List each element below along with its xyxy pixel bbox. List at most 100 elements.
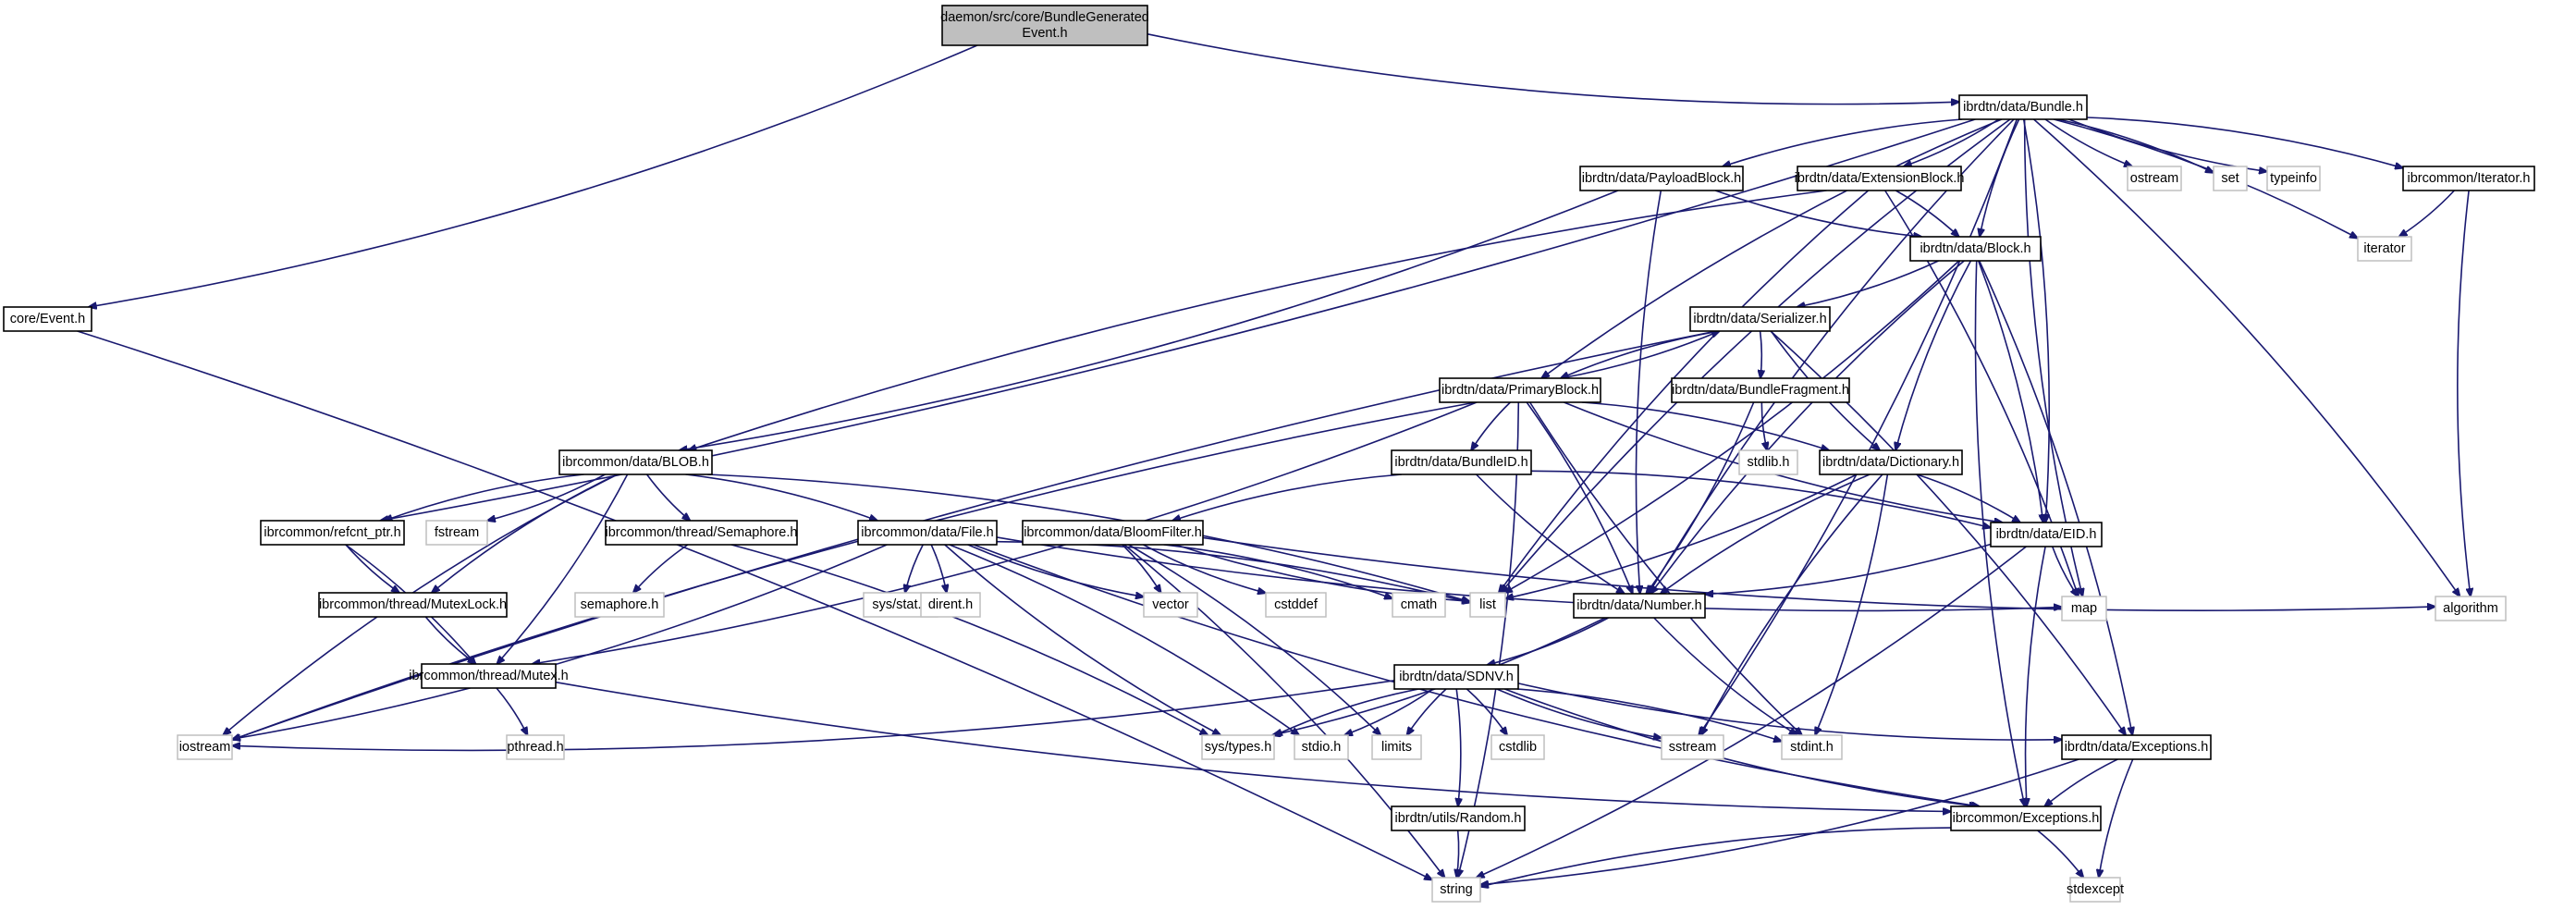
node-ibrdtn-data-extensionblock-h[interactable]: ibrdtn/data/ExtensionBlock.h bbox=[1795, 166, 1965, 191]
edge-dict-to-list bbox=[1505, 473, 1858, 598]
node-ibrcommon-iterator-h[interactable]: ibrcommon/Iterator.h bbox=[2402, 166, 2535, 191]
node-label: stdint.h bbox=[1790, 740, 1834, 755]
node-label: ibrdtn/data/PayloadBlock.h bbox=[1582, 171, 1742, 186]
node-ibrcommon-data-bloomfilter-h[interactable]: ibrcommon/data/BloomFilter.h bbox=[1022, 520, 1204, 546]
edge-fragment-to-stdlib bbox=[1760, 401, 1767, 450]
node-box bbox=[2435, 596, 2507, 621]
node-label: iostream bbox=[179, 740, 231, 755]
node-label: ibrcommon/thread/Mutex.h bbox=[409, 669, 568, 683]
edge-root-to-bundle bbox=[1147, 33, 1959, 105]
edge-sema-to-systypes bbox=[730, 544, 1208, 735]
node-box bbox=[1022, 520, 1204, 546]
node-label: map bbox=[2071, 601, 2097, 616]
node-ibrcommon-thread-mutex-h[interactable]: ibrcommon/thread/Mutex.h bbox=[409, 663, 569, 689]
node-label: core/Event.h bbox=[10, 312, 85, 326]
node-label: stdio.h bbox=[1302, 740, 1342, 755]
edge-bundle-to-eid bbox=[2022, 118, 2051, 523]
node-pthread-h: pthread.h bbox=[506, 734, 565, 760]
node-box bbox=[2061, 596, 2107, 621]
node-label: ibrcommon/Iterator.h bbox=[2408, 171, 2531, 186]
edge-random-to-string bbox=[1456, 830, 1458, 878]
node-ibrcommon-refcnt-ptr-h[interactable]: ibrcommon/refcnt_ptr.h bbox=[260, 520, 405, 546]
node-label: ostream bbox=[2130, 171, 2178, 186]
node-set: set bbox=[2213, 166, 2248, 191]
node-ibrdtn-data-block-h[interactable]: ibrdtn/data/Block.h bbox=[1909, 236, 2042, 262]
node-ibrdtn-data-number-h[interactable]: ibrdtn/data/Number.h bbox=[1573, 593, 1706, 619]
node-ibrdtn-data-exceptions-h[interactable]: ibrdtn/data/Exceptions.h bbox=[2061, 734, 2212, 760]
node-box bbox=[1909, 236, 2042, 262]
node-dirent-h: dirent.h bbox=[920, 592, 981, 618]
node-label: iterator bbox=[2363, 241, 2405, 256]
node-label: ibrcommon/data/BLOB.h bbox=[562, 455, 709, 470]
edge-root-to-event bbox=[89, 44, 978, 307]
edge-blob-to-mutex bbox=[497, 473, 629, 664]
node-box bbox=[2402, 166, 2535, 191]
node-box bbox=[1671, 377, 1850, 403]
node-ibrcommon-data-blob-h[interactable]: ibrcommon/data/BLOB.h bbox=[558, 449, 713, 475]
node-box bbox=[2069, 877, 2121, 903]
node-label: daemon/src/core/BundleGenerated bbox=[940, 10, 1149, 25]
edge-blob-to-fstream bbox=[487, 473, 606, 521]
edge-bundle-to-ext bbox=[1904, 118, 2000, 166]
node-label: ibrdtn/data/PrimaryBlock.h bbox=[1441, 383, 1599, 398]
node-box bbox=[605, 520, 798, 546]
node-cmath: cmath bbox=[1392, 592, 1446, 618]
node-limits: limits bbox=[1371, 734, 1422, 760]
edge-bundle-to-block bbox=[1980, 118, 2020, 237]
node-sys-types-h: sys/types.h bbox=[1201, 734, 1275, 760]
edge-sdnv-to-dexc bbox=[1517, 682, 2062, 740]
node-ibrdtn-utils-random-h[interactable]: ibrdtn/utils/Random.h bbox=[1391, 805, 1526, 831]
node-box bbox=[1689, 306, 1831, 332]
node-label: vector bbox=[1152, 597, 1189, 612]
node-label: cstdlib bbox=[1499, 740, 1537, 755]
edge-block-to-cexc bbox=[1974, 260, 2024, 806]
edge-event-to-string bbox=[77, 330, 1432, 880]
edge-bloom-to-limits bbox=[1128, 544, 1381, 735]
node-ibrcommon-data-file-h[interactable]: ibrcommon/data/File.h bbox=[857, 520, 998, 546]
node-ibrcommon-exceptions-h[interactable]: ibrcommon/Exceptions.h bbox=[1950, 805, 2102, 831]
edge-bundleid-to-bloom bbox=[1172, 473, 1403, 521]
edge-bundle-to-payload bbox=[1723, 118, 1963, 166]
node-ibrcommon-thread-semaphore-h[interactable]: ibrcommon/thread/Semaphore.h bbox=[605, 520, 798, 546]
node-ibrdtn-data-bundlefragment-h[interactable]: ibrdtn/data/BundleFragment.h bbox=[1671, 377, 1850, 403]
edge-dexc-to-stdexcept bbox=[2099, 758, 2134, 878]
node-ibrdtn-data-dictionary-h[interactable]: ibrdtn/data/Dictionary.h bbox=[1819, 449, 1963, 475]
node-cstddef: cstddef bbox=[1265, 592, 1327, 618]
node-ostream: ostream bbox=[2127, 166, 2182, 191]
node-label: ibrdtn/data/BundleFragment.h bbox=[1672, 383, 1849, 398]
node-ibrdtn-data-payloadblock-h[interactable]: ibrdtn/data/PayloadBlock.h bbox=[1579, 166, 1744, 191]
edge-bundle-to-iterh bbox=[2086, 117, 2403, 168]
edge-payload-to-block bbox=[1714, 190, 1921, 237]
node-label: stdexcept bbox=[2067, 882, 2124, 897]
node-core-event-h[interactable]: core/Event.h bbox=[3, 306, 92, 332]
node-label: typeinfo bbox=[2270, 171, 2317, 186]
node-ibrdtn-data-serializer-h[interactable]: ibrdtn/data/Serializer.h bbox=[1689, 306, 1831, 332]
node-ibrdtn-data-eid-h[interactable]: ibrdtn/data/EID.h bbox=[1990, 522, 2103, 547]
edge-file-to-iostream bbox=[232, 544, 888, 739]
node-box bbox=[1958, 94, 2088, 120]
node-box bbox=[1661, 734, 1724, 760]
node-label: ibrdtn/data/Bundle.h bbox=[1963, 100, 2083, 115]
edge-bloom-to-vector bbox=[1122, 544, 1161, 593]
node-label: ibrdtn/data/Block.h bbox=[1920, 241, 2030, 256]
edge-payload-to-blob bbox=[680, 190, 1619, 450]
edge-block-to-dict bbox=[1895, 260, 1972, 450]
node-ibrdtn-data-sdnv-h[interactable]: ibrdtn/data/SDNV.h bbox=[1393, 664, 1519, 690]
node-box bbox=[3, 306, 92, 332]
node-label: algorithm bbox=[2443, 601, 2498, 616]
node-box bbox=[558, 449, 713, 475]
node-ibrcommon-thread-mutexlock-h[interactable]: ibrcommon/thread/MutexLock.h bbox=[318, 592, 508, 618]
node-label: cstddef bbox=[1274, 597, 1319, 612]
node-ibrdtn-data-primaryblock-h[interactable]: ibrdtn/data/PrimaryBlock.h bbox=[1439, 377, 1601, 403]
node-box bbox=[920, 592, 981, 618]
edge-dict-to-stdint bbox=[1815, 473, 1889, 735]
node-box bbox=[2061, 734, 2212, 760]
edge-block-to-dexc bbox=[1978, 260, 2133, 735]
node-ibrdtn-data-bundleid-h[interactable]: ibrdtn/data/BundleID.h bbox=[1391, 449, 1532, 475]
node-ibrdtn-data-bundle-h[interactable]: ibrdtn/data/Bundle.h bbox=[1958, 94, 2088, 120]
edge-dict-to-sstream bbox=[1701, 473, 1883, 735]
node-box bbox=[260, 520, 405, 546]
edge-number-to-stdint bbox=[1653, 617, 1797, 735]
